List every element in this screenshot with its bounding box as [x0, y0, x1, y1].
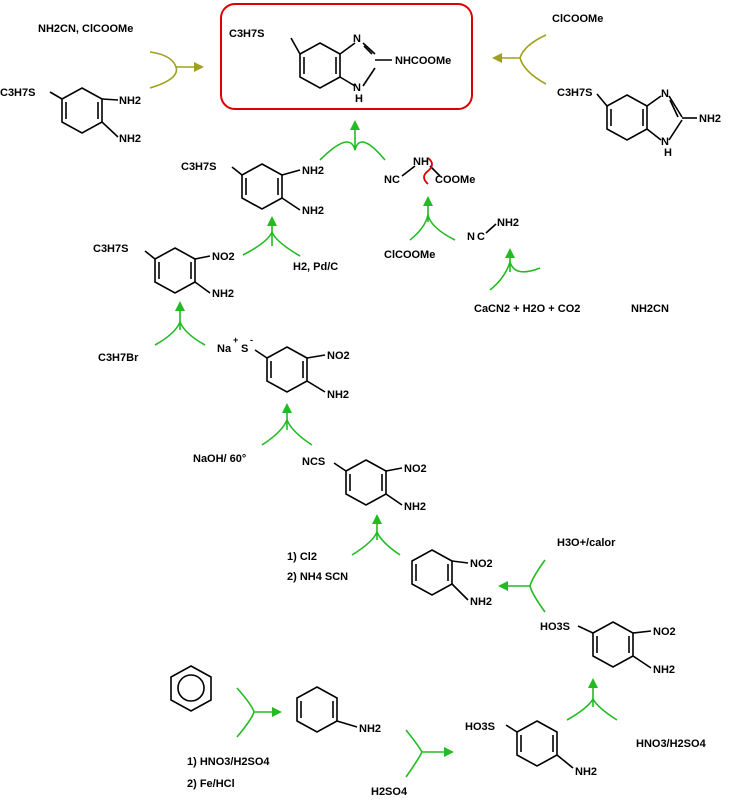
thiocyanate-substituent: NCS [302, 456, 325, 468]
target-amide-label: NHCOOMe [395, 55, 451, 67]
nitro-propyl-reagent: C3H7Br [98, 352, 139, 364]
target-substituent-label: C3H7S [229, 28, 264, 40]
cleavage-mark [423, 157, 433, 185]
thiolate-na: Na [217, 343, 232, 355]
cyanamide-label: NH2CN [631, 303, 669, 315]
top-right-reagent: ClCOOMe [552, 13, 603, 25]
thiolate-plus: + [233, 335, 238, 345]
thiolate-amine: NH2 [327, 389, 349, 401]
target-ring-nh-label: N [353, 82, 361, 94]
sulfanilic-intermediate: HO3S NH2 [465, 720, 597, 778]
aniline-reagent: H2SO4 [371, 786, 408, 798]
carbamate-nc: NC [384, 174, 400, 186]
cyanamide-amine: NH2 [497, 217, 519, 229]
benzene-start: 1) HNO3/H2SO4 2) Fe/HCl [170, 665, 282, 790]
nitroaniline-nitro: NO2 [470, 558, 493, 570]
cyanamide-reagents: CaCN2 + H2O + CO2 [474, 303, 580, 315]
sulfo-nitro-substituent: HO3S [540, 621, 570, 633]
thiolate-reagent: NaOH/ 60° [193, 453, 246, 465]
diamine-intermediate: C3H7S NH2 NH2 H2, Pd/C [181, 161, 338, 273]
sulfo-nitro-reagent: HNO3/H2SO4 [636, 738, 707, 750]
top-left-nh2-a: NH2 [119, 95, 141, 107]
target-ring-h-label: H [355, 93, 363, 105]
top-left-precursor: NH2CN, ClCOOMe C3H7S NH2 NH2 [0, 23, 204, 145]
sulfo-nitro-nitro: NO2 [653, 626, 676, 638]
cyanamide-n: N [467, 231, 475, 243]
aniline-intermediate: NH2 H2SO4 [296, 686, 454, 798]
nitroaniline-amine: NH2 [470, 596, 492, 608]
thiocyanate-intermediate: NCS NO2 NH2 1) Cl2 2) NH4 SCN [287, 456, 427, 583]
top-right-ring-n: N [661, 88, 669, 100]
target-ring-n-label: N [353, 33, 361, 45]
diamine-substituent: C3H7S [181, 161, 216, 173]
nitro-propyl-nitro: NO2 [212, 251, 235, 263]
diamine-nh2-b: NH2 [302, 205, 324, 217]
sulfo-nitro-intermediate: HO3S NO2 NH2 HNO3/H2SO4 [540, 621, 707, 750]
carbamate-reagent: ClCOOMe [384, 249, 435, 261]
nitro-propyl-amine: NH2 [212, 288, 234, 300]
cyanamide-c-label: C [477, 231, 485, 243]
nitroaniline-reagent: H3O+/calor [557, 537, 616, 549]
aniline-amine: NH2 [359, 723, 381, 735]
sulfanilic-substituent: HO3S [465, 721, 495, 733]
thiocyanate-reagent-1: 1) Cl2 [287, 551, 317, 563]
thiocyanate-nitro: NO2 [404, 463, 427, 475]
top-left-reagents: NH2CN, ClCOOMe [38, 23, 133, 35]
sulfo-nitro-amine: NH2 [653, 664, 675, 676]
target-box [220, 3, 473, 110]
thiocyanate-reagent-2: 2) NH4 SCN [287, 571, 348, 583]
benzene-reagent-1: 1) HNO3/H2SO4 [187, 756, 270, 768]
top-left-substituent: C3H7S [0, 87, 35, 99]
top-right-precursor: ClCOOMe C3H7S N N H NH2 [492, 13, 721, 159]
top-right-ring-h: H [664, 147, 672, 159]
nitro-propyl-intermediate: C3H7S NO2 NH2 C3H7Br [93, 243, 235, 364]
carbamate-ester: COOMe [435, 174, 475, 186]
diamine-nh2-a: NH2 [302, 165, 324, 177]
thiolate-minus: - [250, 335, 253, 345]
top-right-amine: NH2 [699, 113, 721, 125]
thiocyanate-amine: NH2 [404, 501, 426, 513]
thiolate-nitro: NO2 [327, 350, 350, 362]
target-molecule: C3H7S N N H NHCOOMe [220, 3, 473, 110]
carbamate-nh: NH [413, 156, 429, 168]
top-left-nh2-b: NH2 [119, 133, 141, 145]
sulfanilic-amine: NH2 [575, 766, 597, 778]
diamine-reagent: H2, Pd/C [293, 261, 338, 273]
nitro-propyl-substituent: C3H7S [93, 243, 128, 255]
thiolate-intermediate: Na + S - NO2 NH2 NaOH/ 60° [193, 335, 350, 465]
thiolate-s: S [241, 343, 248, 355]
top-right-substituent: C3H7S [557, 87, 592, 99]
top-right-ring-nh: N [661, 136, 669, 148]
benzene-reagent-2: 2) Fe/HCl [187, 778, 235, 790]
cyanamide-fragment: N C NH2 CaCN2 + H2O + CO2 NH2CN [467, 217, 669, 315]
carbamate-fragment: NC NH COOMe ClCOOMe [384, 156, 475, 261]
nitroaniline-intermediate: NO2 NH2 H3O+/calor [411, 537, 616, 613]
